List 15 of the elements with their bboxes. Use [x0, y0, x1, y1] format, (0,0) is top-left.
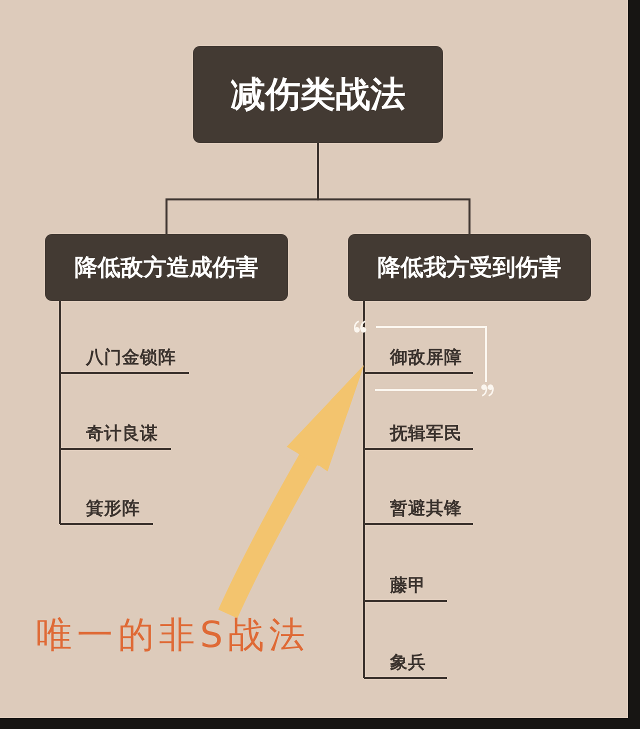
underlined-label: 箕形阵: [60, 495, 153, 525]
arrow: [218, 365, 364, 618]
underlined-label: 抚辑军民: [364, 420, 473, 450]
underlined-label: 八门金锁阵: [60, 344, 189, 374]
underlined-label: 藤甲: [364, 572, 447, 602]
title-box: 减伤类战法: [193, 46, 443, 143]
category-box: 降低我方受到伤害: [348, 234, 591, 301]
annotation-text: 唯一的非S战法: [36, 614, 310, 658]
underlined-label: 暂避其锋: [364, 495, 473, 525]
connector-line: [59, 301, 61, 524]
underlined-label: 象兵: [364, 649, 447, 679]
underlined-label: 奇计良谋: [60, 420, 171, 450]
connector-line: [317, 143, 470, 234]
category-box: 降低敌方造成伤害: [45, 234, 288, 301]
underlined-label: 御敌屏障: [364, 344, 473, 374]
